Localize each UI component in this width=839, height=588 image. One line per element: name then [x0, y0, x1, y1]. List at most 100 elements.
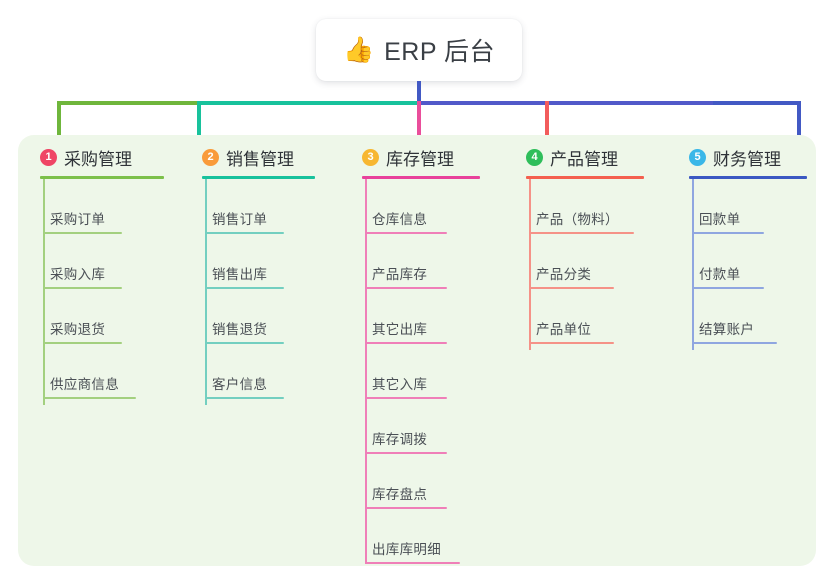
leaf-label: 供应商信息 — [50, 377, 119, 392]
leaf-label: 销售退货 — [212, 322, 268, 337]
branch-drop-1 — [57, 101, 61, 141]
leaf-item[interactable]: 销售出库 — [180, 234, 340, 289]
leaf-label: 产品（物料） — [536, 212, 619, 227]
leaf-label: 其它出库 — [372, 322, 428, 337]
leaf-underline — [529, 232, 634, 234]
root-title: ERP 后台 — [384, 38, 496, 66]
leaf-label: 产品分类 — [536, 267, 592, 282]
leaf-item[interactable]: 产品（物料） — [504, 179, 667, 234]
branch-drop-5 — [797, 101, 801, 141]
thumbs-up-icon: 👍 — [342, 35, 375, 64]
leaf-label: 采购订单 — [50, 212, 106, 227]
leaf-label: 销售出库 — [212, 267, 268, 282]
leaf-underline — [365, 397, 447, 399]
leaf-item[interactable]: 采购退货 — [18, 289, 180, 344]
leaf-label: 采购入库 — [50, 267, 106, 282]
leaf-label: 客户信息 — [212, 377, 268, 392]
leaf-underline — [365, 342, 447, 344]
branch-header-3[interactable]: 3 库存管理 — [340, 135, 504, 179]
branch-header-4[interactable]: 4 产品管理 — [504, 135, 667, 179]
branch-header-1[interactable]: 1 采购管理 — [18, 135, 180, 179]
root-node[interactable]: 👍 ERP 后台 — [316, 19, 522, 81]
connector-bar-right-end — [713, 101, 801, 105]
leaf-item[interactable]: 付款单 — [667, 234, 816, 289]
leaf-label: 库存盘点 — [372, 487, 428, 502]
branch-items-4: 产品（物料） 产品分类 产品单位 — [504, 179, 667, 350]
branch-spine-4 — [529, 179, 531, 350]
leaf-underline — [205, 232, 284, 234]
branch-items-2: 销售订单 销售出库 销售退货 客户信息 — [180, 179, 340, 405]
branch-column-2: 2 销售管理 销售订单 销售出库 销售退货 客户 — [180, 135, 340, 566]
leaf-label: 产品单位 — [536, 322, 592, 337]
branch-items-5: 回款单 付款单 结算账户 — [667, 179, 816, 350]
branch-spine-3 — [365, 179, 367, 564]
leaf-item[interactable]: 仓库信息 — [340, 179, 504, 234]
leaf-label: 其它入库 — [372, 377, 428, 392]
branch-column-3: 3 库存管理 仓库信息 产品库存 其它出库 其它 — [340, 135, 504, 566]
branch-column-1: 1 采购管理 采购订单 采购入库 采购退货 供应 — [18, 135, 180, 566]
branch-items-1: 采购订单 采购入库 采购退货 供应商信息 — [18, 179, 180, 405]
branch-title-1: 采购管理 — [64, 149, 132, 169]
leaf-underline — [692, 287, 764, 289]
leaf-underline — [365, 287, 447, 289]
leaf-underline — [205, 397, 284, 399]
leaf-item[interactable]: 产品库存 — [340, 234, 504, 289]
branch-drop-4 — [545, 101, 549, 141]
branch-title-5: 财务管理 — [713, 149, 781, 169]
leaf-item[interactable]: 采购订单 — [18, 179, 180, 234]
branch-underline-3 — [362, 176, 480, 179]
leaf-item[interactable]: 产品单位 — [504, 289, 667, 344]
branch-header-2[interactable]: 2 销售管理 — [180, 135, 340, 179]
branch-title-3: 库存管理 — [386, 149, 454, 169]
leaf-item[interactable]: 供应商信息 — [18, 344, 180, 399]
connector-bar-mid — [197, 101, 421, 105]
branches-panel — [18, 135, 816, 566]
leaf-label: 采购退货 — [50, 322, 106, 337]
branch-underline-4 — [526, 176, 644, 179]
leaf-item[interactable]: 客户信息 — [180, 344, 340, 399]
leaf-underline — [365, 452, 447, 454]
branch-spine-5 — [692, 179, 694, 350]
connector-bar-left — [57, 101, 199, 105]
leaf-item[interactable]: 回款单 — [667, 179, 816, 234]
leaf-underline — [365, 562, 460, 564]
branch-header-5[interactable]: 5 财务管理 — [667, 135, 816, 179]
leaf-underline — [692, 342, 777, 344]
leaf-underline — [43, 397, 136, 399]
leaf-underline — [365, 232, 447, 234]
leaf-item[interactable]: 销售订单 — [180, 179, 340, 234]
leaf-item[interactable]: 其它出库 — [340, 289, 504, 344]
leaf-item[interactable]: 出库库明细 — [340, 509, 504, 564]
branch-spine-1 — [43, 179, 45, 405]
branch-columns: 1 采购管理 采购订单 采购入库 采购退货 供应 — [18, 135, 816, 566]
leaf-underline — [365, 507, 447, 509]
branch-column-4: 4 产品管理 产品（物料） 产品分类 产品单位 — [504, 135, 667, 566]
leaf-item[interactable]: 库存调拨 — [340, 399, 504, 454]
branch-title-4: 产品管理 — [550, 149, 618, 169]
leaf-label: 产品库存 — [372, 267, 428, 282]
leaf-item[interactable]: 结算账户 — [667, 289, 816, 344]
leaf-label: 出库库明细 — [372, 542, 441, 557]
branch-badge-1: 1 — [40, 148, 57, 166]
branch-items-3: 仓库信息 产品库存 其它出库 其它入库 库存调拨 — [340, 179, 504, 564]
leaf-label: 结算账户 — [699, 322, 755, 337]
leaf-underline — [43, 232, 122, 234]
branch-badge-2: 2 — [202, 148, 219, 166]
branch-spine-2 — [205, 179, 207, 405]
leaf-underline — [529, 287, 614, 289]
connector-bar-right — [419, 101, 715, 105]
branch-title-2: 销售管理 — [226, 149, 294, 169]
leaf-item[interactable]: 产品分类 — [504, 234, 667, 289]
leaf-item[interactable]: 库存盘点 — [340, 454, 504, 509]
leaf-item[interactable]: 其它入库 — [340, 344, 504, 399]
leaf-label: 销售订单 — [212, 212, 268, 227]
leaf-item[interactable]: 采购入库 — [18, 234, 180, 289]
branch-drop-3 — [417, 101, 421, 141]
branch-drop-2 — [197, 101, 201, 141]
leaf-underline — [529, 342, 614, 344]
leaf-item[interactable]: 销售退货 — [180, 289, 340, 344]
leaf-underline — [205, 342, 284, 344]
leaf-label: 仓库信息 — [372, 212, 428, 227]
leaf-underline — [692, 232, 764, 234]
